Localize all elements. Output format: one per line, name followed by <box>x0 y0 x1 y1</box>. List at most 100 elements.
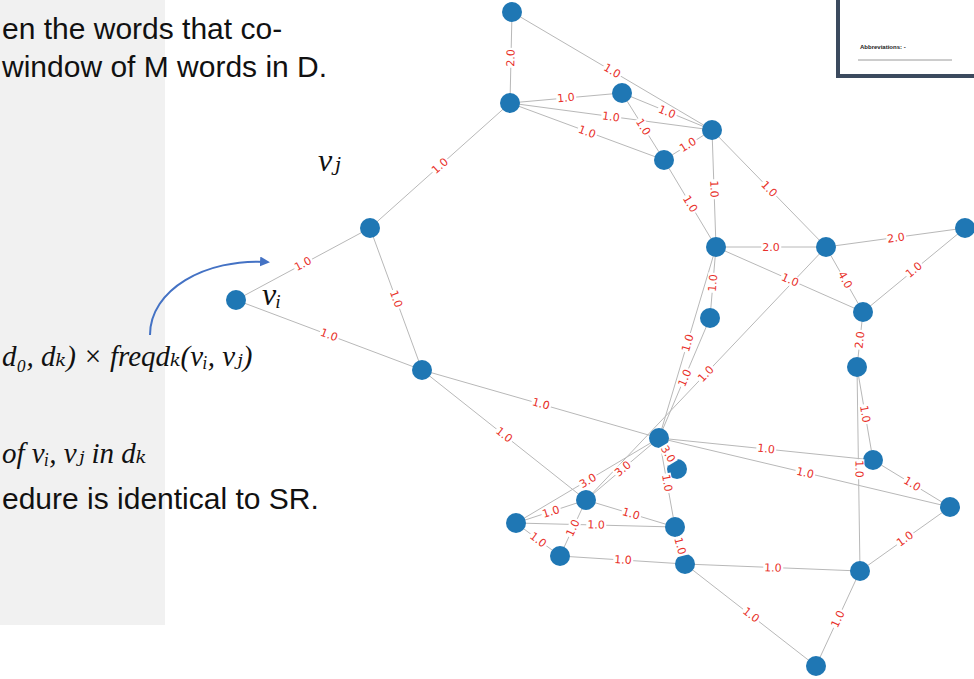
graph-edge <box>863 228 965 312</box>
edge-weight: 1.0 <box>676 367 694 389</box>
graph-vertex <box>816 237 836 257</box>
edge-weight: 1.0 <box>633 115 653 137</box>
graph-edge <box>236 228 370 300</box>
graph-edge <box>516 438 659 523</box>
edge-weight: 1.0 <box>601 61 623 80</box>
graph-vertex <box>806 656 826 676</box>
slide-text: window of M words in D. <box>2 50 327 85</box>
grey-panel <box>0 0 165 625</box>
edge-weight: 1.0 <box>853 459 864 479</box>
graph-vertex <box>847 357 867 377</box>
graph-edge <box>860 507 950 571</box>
graph-vertex <box>506 513 526 533</box>
graph-edge <box>664 160 716 247</box>
graph-vertex <box>612 83 632 103</box>
graph-edge <box>370 228 422 370</box>
graph-vertex <box>665 517 685 537</box>
edge-weight: 1.0 <box>677 135 699 155</box>
callout-arrow <box>150 262 268 335</box>
graph-edge <box>586 247 826 500</box>
edge-weight: 1.0 <box>679 332 695 354</box>
edge-weight: 1.0 <box>601 110 622 123</box>
graph-edge <box>716 247 863 312</box>
edge-weight: 1.0 <box>858 403 872 424</box>
vertex-label: vⱼ <box>318 142 341 179</box>
graph-edge <box>826 228 965 247</box>
edge-weight: 1.0 <box>794 465 816 480</box>
graph-edge <box>422 370 659 438</box>
edge-weight: 1.0 <box>564 517 582 539</box>
graph-edges <box>236 12 965 666</box>
graph-edge <box>510 103 712 130</box>
edge-weight: 2.0 <box>761 242 781 253</box>
slide-text: en the words that co- <box>2 12 282 47</box>
graph-vertex <box>700 308 720 328</box>
graph-edge <box>510 103 664 160</box>
slide-text: edure is identical to SR. <box>2 482 319 517</box>
graph-edge <box>622 93 664 160</box>
graph-vertex <box>226 290 246 310</box>
formula-text: of vᵢ, vⱼ in dₖ <box>2 437 146 470</box>
edge-weight: 1.0 <box>756 443 777 456</box>
graph-vertex <box>940 497 960 517</box>
edge-weight: 1.0 <box>900 474 922 494</box>
graph-vertex <box>675 554 695 574</box>
graph-vertex <box>863 450 883 470</box>
graph-edge <box>712 130 826 247</box>
edge-weight: 1.0 <box>707 272 720 292</box>
edge-weight: 1.0 <box>894 529 916 549</box>
edge-weight: 1.0 <box>576 123 598 140</box>
vertex-label: vᵢ <box>262 276 281 313</box>
edge-weight: 1.0 <box>656 103 678 121</box>
edge-weight: 1.0 <box>620 505 642 521</box>
edge-weight: 3.0 <box>658 442 677 464</box>
graph-vertex <box>576 490 596 510</box>
graph-vertex <box>502 2 522 22</box>
edge-weight: 2.0 <box>885 231 906 245</box>
edge-weight: 2.0 <box>505 48 516 68</box>
graph-vertex <box>550 546 570 566</box>
edge-weight: 3.0 <box>612 458 634 479</box>
graph-vertex <box>955 218 974 238</box>
graph-edge <box>586 438 659 500</box>
edge-weight: 3.0 <box>576 471 598 490</box>
edge-weight: 1.0 <box>763 562 783 574</box>
edge-weight: 1.0 <box>680 192 699 214</box>
edge-weight: 1.0 <box>660 472 674 493</box>
edge-weight: 1.0 <box>829 607 847 629</box>
inset-text: Abbreviations: - <box>860 44 906 50</box>
edge-weight: 1.0 <box>556 92 576 105</box>
edge-weight: 1.0 <box>493 425 515 446</box>
graph-edge <box>512 12 712 130</box>
graph-edge <box>857 367 873 460</box>
inset-frame <box>838 0 974 76</box>
graph-edge <box>659 438 950 507</box>
edge-weight: 1.0 <box>672 535 688 557</box>
graph-vertex <box>360 218 380 238</box>
graph-vertex <box>850 561 870 581</box>
graph-vertex <box>654 150 674 170</box>
graph-edge <box>370 103 510 228</box>
graph-vertex <box>853 302 873 322</box>
graph-vertices <box>226 2 974 676</box>
edge-weight: 1.0 <box>739 605 761 626</box>
edge-weight: 1.0 <box>530 396 552 412</box>
edge-weight: 1.0 <box>527 529 549 550</box>
edge-weight: 1.0 <box>708 179 720 199</box>
edge-weight: 1.0 <box>903 260 925 281</box>
graph-edge <box>873 460 950 507</box>
graph-vertex <box>702 120 722 140</box>
graph-edge <box>826 247 863 312</box>
graph-edge <box>816 571 860 666</box>
edge-weight: 1.0 <box>778 271 800 289</box>
graph-vertex <box>500 93 520 113</box>
edge-weight: 1.0 <box>540 503 562 520</box>
graph-edge <box>659 438 873 460</box>
graph-vertex <box>706 237 726 257</box>
formula-text: d₀, dₖ) × freqdₖ(vᵢ, vⱼ) <box>2 340 252 373</box>
inset-rule <box>858 60 952 61</box>
edge-weight: 1.0 <box>586 519 606 530</box>
edge-weight: 1.0 <box>387 288 404 310</box>
